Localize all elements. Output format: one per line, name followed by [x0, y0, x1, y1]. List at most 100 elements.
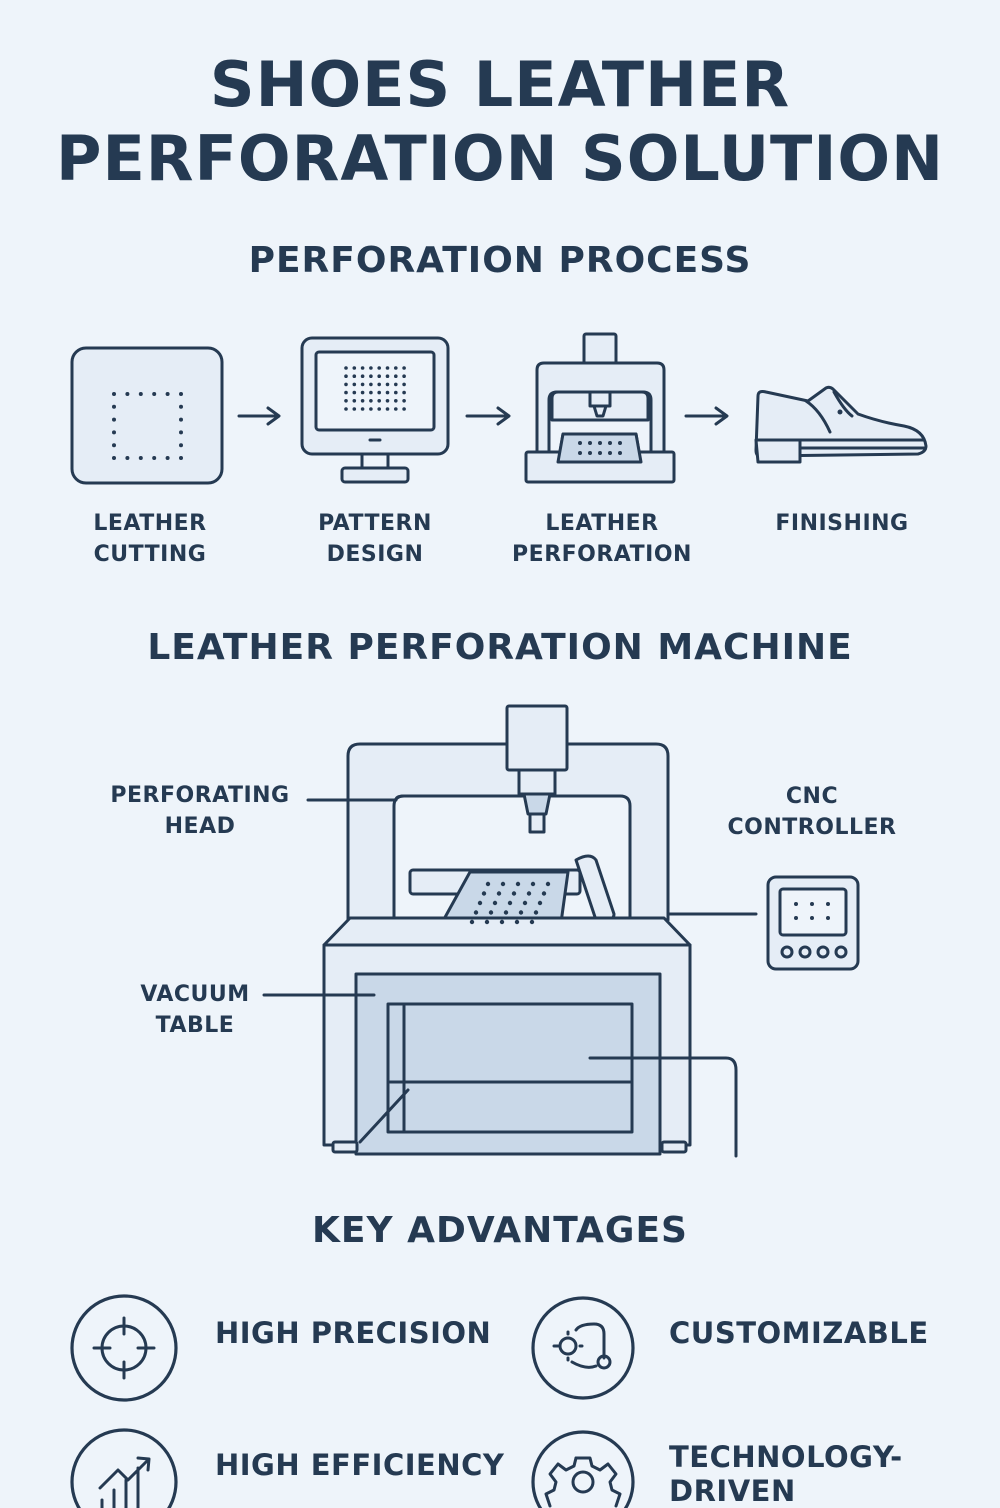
perforation-dot [492, 900, 498, 906]
advantage-technology-driven: TECHNOLOGY- DRIVEN [669, 1440, 903, 1508]
advantage-high-precision: HIGH PRECISION [215, 1316, 492, 1350]
perforation-dot [385, 390, 390, 395]
step-leather-cutting-graphic [70, 346, 224, 485]
perforation-dot [608, 451, 612, 455]
perforation-dot [810, 916, 814, 920]
perforation-dot [152, 392, 157, 396]
perforation-machine-icon [524, 332, 676, 484]
perforation-dot [588, 451, 592, 455]
perforation-dot [377, 390, 382, 395]
perforation-dot [608, 441, 612, 445]
perforation-dot [588, 441, 592, 445]
step-2-line-1: PATTERN [318, 511, 432, 536]
perforation-dot [385, 382, 390, 387]
perforation-dot [369, 399, 373, 403]
head-label-line-1: PERFORATING [110, 783, 290, 808]
arrow-icon [237, 406, 281, 426]
perforation-dot [352, 407, 357, 411]
table-label-line-1: VACUUM [140, 982, 250, 1007]
perforation-dot [541, 891, 547, 896]
perforating-head-label: PERFORATING HEAD [100, 780, 300, 842]
perforation-machine-diagram [322, 704, 738, 1158]
perforation-dot [352, 374, 357, 379]
perforation-dot [360, 374, 365, 379]
perforation-dot [360, 366, 365, 370]
perforation-dot [112, 456, 116, 460]
perforation-dot [530, 881, 536, 887]
perforation-dot [488, 910, 494, 915]
perforation-dot [377, 382, 382, 387]
perforation-dot [352, 390, 357, 395]
step-1-line-2: CUTTING [93, 542, 207, 567]
perforation-dot [794, 902, 798, 906]
perforation-dot [545, 881, 551, 887]
perforation-dot [165, 392, 170, 396]
arrow-icon [465, 406, 511, 426]
perforation-dot [598, 451, 602, 455]
perforation-dot [112, 417, 116, 422]
advantage-tech-line-2: DRIVEN [669, 1474, 796, 1508]
step-label-leather-perforation: LEATHER PERFORATION [500, 508, 704, 570]
perforation-dot [511, 891, 517, 896]
perforation-dot [360, 390, 365, 395]
step-1-line-1: LEATHER [93, 511, 207, 536]
perforation-dot [179, 443, 183, 448]
perforation-dot [507, 900, 513, 906]
perforation-dot [496, 891, 502, 896]
cnc-controller-icon [766, 875, 860, 971]
step-3-line-2: PERFORATION [512, 542, 692, 567]
cnc-controller-label: CNC CONTROLLER [712, 781, 912, 843]
perforation-dot [125, 392, 130, 396]
perforation-dot [112, 404, 116, 409]
arrow-icon [684, 406, 729, 426]
perforation-dot [165, 456, 170, 460]
perforation-dot [394, 399, 398, 403]
perforation-dot [344, 374, 348, 379]
perforation-dot [500, 881, 506, 887]
perforation-dot [578, 441, 582, 445]
head-callout-line [306, 794, 422, 802]
head-label-line-2: HEAD [164, 814, 236, 839]
perforation-dot [385, 366, 390, 370]
perforation-dot [344, 407, 348, 411]
perforation-dot [385, 374, 390, 379]
perforation-dot [112, 392, 116, 396]
shoe-icon [754, 385, 928, 464]
perforation-dot [352, 382, 357, 387]
perforation-dot [352, 366, 357, 370]
table-label-line-2: TABLE [155, 1013, 235, 1038]
perforation-dot [377, 399, 382, 403]
perforation-dot [473, 910, 479, 915]
perforation-dot [360, 399, 365, 403]
perforation-dot [344, 390, 348, 395]
advantage-tech-line-1: TECHNOLOGY- [669, 1440, 903, 1474]
perforation-dot [402, 390, 406, 395]
perforation-dot [377, 407, 382, 411]
step-2-line-2: DESIGN [326, 542, 424, 567]
step-label-leather-cutting: LEATHER CUTTING [60, 508, 240, 570]
perforation-dot [344, 382, 348, 387]
perforation-dot [179, 456, 183, 460]
perforation-dot [360, 382, 365, 387]
perforation-dot [112, 430, 116, 435]
perforation-dot [533, 910, 539, 915]
perforation-dot [402, 407, 406, 411]
perforation-dot [112, 443, 116, 448]
perforation-dot [402, 366, 406, 370]
advantage-high-efficiency: HIGH EFFICIENCY [215, 1448, 505, 1482]
process-section-title: PERFORATION PROCESS [248, 240, 752, 281]
perforation-dot [152, 456, 157, 460]
perforation-dot [385, 407, 390, 411]
title-line-1: SHOES LEATHER [209, 48, 791, 121]
gear-icon [531, 1430, 635, 1508]
perforation-dot [394, 366, 398, 370]
perforation-dot [794, 916, 798, 920]
perforation-dot [826, 916, 830, 920]
cnc-label-line-2: CONTROLLER [727, 815, 897, 840]
perforation-dot [518, 910, 524, 915]
step-label-pattern-design: PATTERN DESIGN [285, 508, 465, 570]
perforation-dot [394, 374, 398, 379]
perforation-dot [522, 900, 528, 906]
advantages-section-title: KEY ADVANTAGES [312, 1210, 688, 1251]
